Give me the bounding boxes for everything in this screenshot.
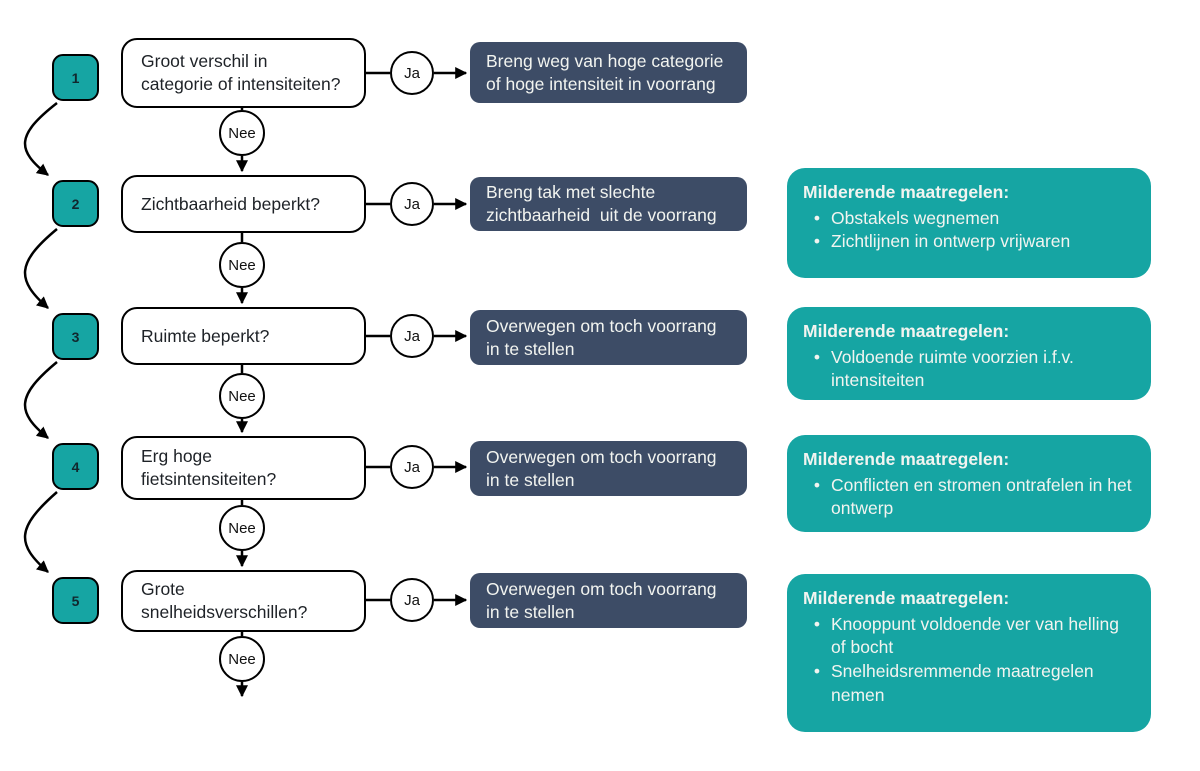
action-box-5: Overwegen om toch voorrang in te stellen bbox=[470, 573, 747, 628]
ja-circle-4: Ja bbox=[390, 445, 434, 489]
nee-circle-5: Nee bbox=[219, 636, 265, 682]
measures-box-3: Milderende maatregelen: • Voldoende ruimt… bbox=[787, 307, 1151, 400]
ja-circle-5: Ja bbox=[390, 578, 434, 622]
bullet-icon: • bbox=[813, 231, 821, 252]
bullet-icon: • bbox=[813, 660, 821, 681]
bullet-icon: • bbox=[813, 207, 821, 228]
measure-text: Conflicten en stromen ontrafelen in het … bbox=[831, 474, 1132, 519]
measures-list: • Conflicten en stromen ontrafelen in het… bbox=[803, 474, 1135, 521]
question-box-3: Ruimte beperkt? bbox=[121, 307, 366, 365]
measures-title: Milderende maatregelen: bbox=[803, 321, 1010, 341]
measure-item: • Knooppunt voldoende ver van helling of … bbox=[803, 613, 1135, 660]
measures-box-4: Milderende maatregelen: • Conflicten en s… bbox=[787, 435, 1151, 532]
measures-list: • Knooppunt voldoende ver van helling of … bbox=[803, 613, 1135, 708]
measure-item: • Snelheidsremmende maatregelen nemen bbox=[803, 660, 1135, 707]
action-box-4: Overwegen om toch voorrang in te stellen bbox=[470, 441, 747, 496]
measure-text: Snelheidsremmende maatregelen nemen bbox=[831, 660, 1094, 705]
measures-list: • Voldoende ruimte voorzien i.f.v. intens… bbox=[803, 346, 1135, 393]
measure-text: Voldoende ruimte voorzien i.f.v. intensi… bbox=[831, 346, 1074, 391]
measures-title: Milderende maatregelen: bbox=[803, 588, 1010, 608]
measure-item: • Obstakels wegnemen bbox=[803, 207, 1135, 231]
step-number-2: 2 bbox=[52, 180, 99, 227]
measure-text: Knooppunt voldoende ver van helling of b… bbox=[831, 613, 1119, 658]
question-box-2: Zichtbaarheid beperkt? bbox=[121, 175, 366, 233]
nee-circle-2: Nee bbox=[219, 242, 265, 288]
step-number-3: 3 bbox=[52, 313, 99, 360]
bullet-icon: • bbox=[813, 346, 821, 367]
question-box-5: Grote snelheidsverschillen? bbox=[121, 570, 366, 632]
bullet-icon: • bbox=[813, 474, 821, 495]
measure-text: Zichtlijnen in ontwerp vrijwaren bbox=[831, 231, 1071, 252]
nee-circle-3: Nee bbox=[219, 373, 265, 419]
measures-title: Milderende maatregelen: bbox=[803, 449, 1010, 469]
measure-item: • Zichtlijnen in ontwerp vrijwaren bbox=[803, 230, 1135, 254]
nee-circle-4: Nee bbox=[219, 505, 265, 551]
measure-item: • Voldoende ruimte voorzien i.f.v. intens… bbox=[803, 346, 1135, 393]
action-box-3: Overwegen om toch voorrang in te stellen bbox=[470, 310, 747, 365]
step-number-5: 5 bbox=[52, 577, 99, 624]
action-box-1: Breng weg van hoge categorie of hoge int… bbox=[470, 42, 747, 103]
ja-circle-2: Ja bbox=[390, 182, 434, 226]
ja-circle-1: Ja bbox=[390, 51, 434, 95]
measures-list: • Obstakels wegnemen • Zichtlijnen in ontw… bbox=[803, 207, 1135, 254]
step-number-1: 1 bbox=[52, 54, 99, 101]
measures-box-5: Milderende maatregelen: • Knooppunt voldo… bbox=[787, 574, 1151, 732]
measures-box-2: Milderende maatregelen: • Obstakels wegne… bbox=[787, 168, 1151, 278]
measure-item: • Conflicten en stromen ontrafelen in het… bbox=[803, 474, 1135, 521]
measures-title: Milderende maatregelen: bbox=[803, 182, 1010, 202]
ja-circle-3: Ja bbox=[390, 314, 434, 358]
step-number-4: 4 bbox=[52, 443, 99, 490]
bullet-icon: • bbox=[813, 613, 821, 634]
question-box-4: Erg hoge fietsintensiteiten? bbox=[121, 436, 366, 500]
action-box-2: Breng tak met slechte zichtbaarheid uit … bbox=[470, 177, 747, 231]
measure-text: Obstakels wegnemen bbox=[831, 207, 1000, 228]
nee-circle-1: Nee bbox=[219, 110, 265, 156]
question-box-1: Groot verschil in categorie of intensite… bbox=[121, 38, 366, 108]
